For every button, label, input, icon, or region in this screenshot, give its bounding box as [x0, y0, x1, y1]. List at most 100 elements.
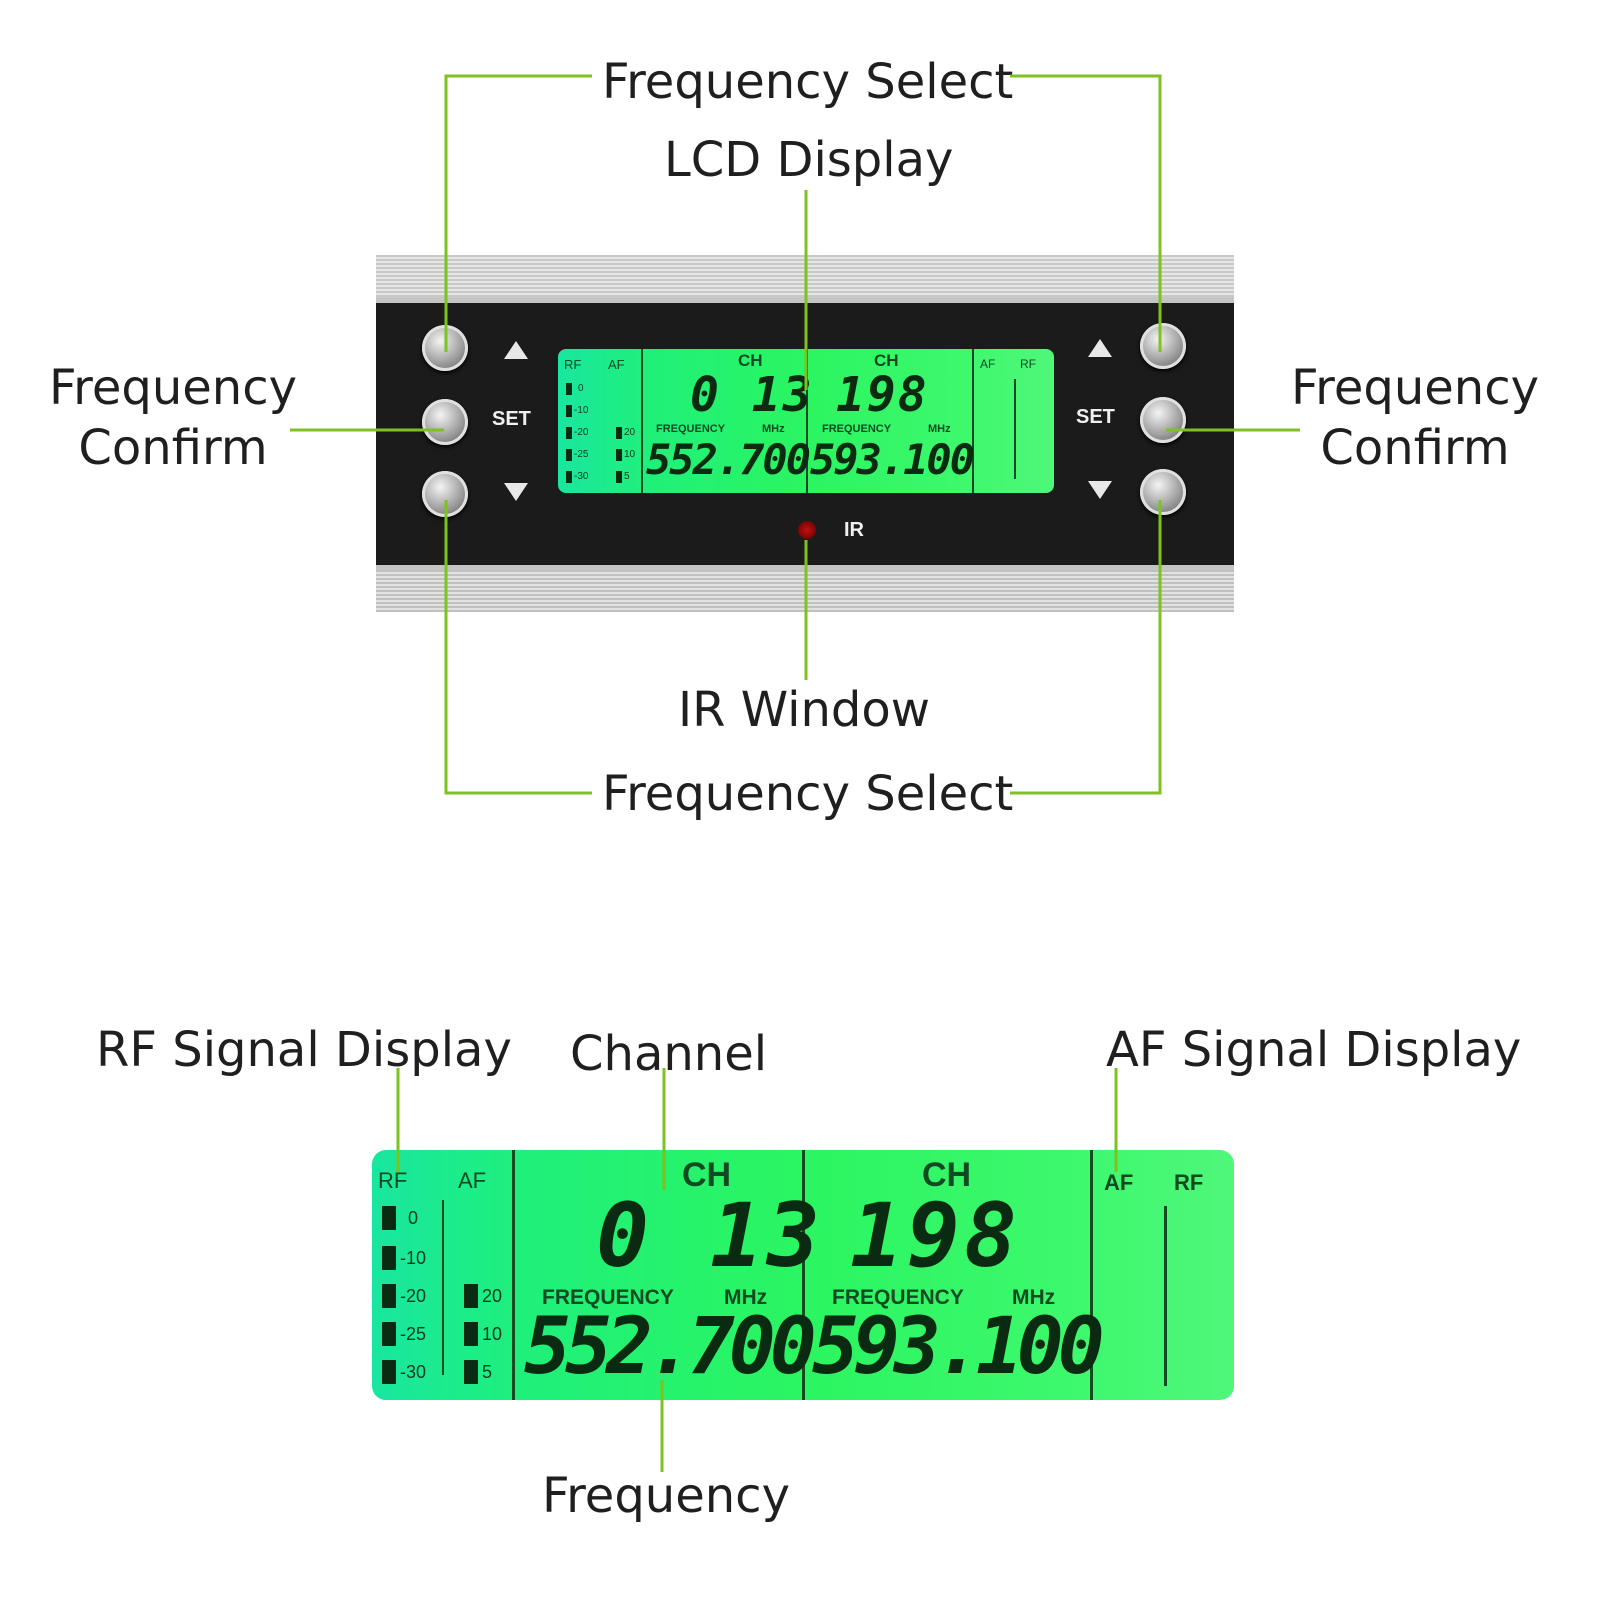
lcd-large-ch-label-a: CH: [682, 1156, 732, 1194]
lcd-large-rf-bar: [382, 1284, 396, 1308]
lcd-large-mhz-b: MHz: [1012, 1286, 1056, 1309]
lcd-small-af-bar: [616, 449, 622, 461]
lcd-small-rf-bar: [566, 405, 572, 417]
lcd-large-channel-b: 198: [850, 1184, 1021, 1287]
lcd-large-rf-scale-1: -10: [400, 1248, 427, 1268]
lcd-small-rf-bar: [566, 427, 572, 439]
lcd-large-rf-bar: [382, 1206, 396, 1230]
left-set-button[interactable]: [422, 399, 468, 445]
lcd-large-frequency-a: 552.700: [524, 1302, 817, 1392]
lcd-small-rf-bar: [566, 449, 572, 461]
right-set-button[interactable]: [1140, 397, 1186, 443]
bottom-rail: [376, 570, 1234, 612]
lcd-small-rf-scale-0: 0: [578, 383, 584, 394]
lcd-large-rf-bar: [382, 1246, 396, 1270]
lcd-small-frequency-a: 552.700: [646, 435, 811, 484]
lcd-small-right-rf-label: RF: [1020, 357, 1036, 371]
lcd-large-right-af-label: AF: [1104, 1170, 1134, 1195]
label-channel: Channel: [570, 1026, 768, 1082]
ir-window-sensor: [798, 521, 816, 539]
lcd-large-ch-label-b: CH: [922, 1156, 972, 1194]
lcd-large-left-meter-line: [442, 1200, 444, 1375]
left-set-label: SET: [492, 408, 531, 430]
lcd-large-divider-2: [802, 1150, 805, 1400]
right-up-button[interactable]: [1140, 323, 1186, 369]
lcd-large-af-scale-0: 20: [482, 1286, 503, 1306]
ir-label: IR: [844, 519, 864, 541]
lcd-large-frequency-label-b: FREQUENCY: [832, 1286, 964, 1309]
right-down-button[interactable]: [1140, 469, 1186, 515]
lcd-large-right-meter: [1164, 1206, 1167, 1386]
lcd-large-channel-a: 0 13: [596, 1184, 824, 1287]
lcd-small-rf-scale-2: -20: [574, 427, 589, 438]
label-frequency-confirm-right-text: Frequency Confirm: [1291, 360, 1539, 476]
label-frequency: Frequency: [542, 1468, 790, 1524]
lcd-small-rf-bar: [566, 471, 572, 483]
left-up-arrow-icon: [504, 341, 528, 359]
lcd-small-ch-label-a: CH: [738, 351, 763, 370]
lcd-small-af-bar: [616, 471, 622, 483]
right-set-label: SET: [1076, 406, 1115, 428]
lcd-small-rf-scale-3: -25: [574, 449, 589, 460]
lcd-large-rf-scale-0: 0: [408, 1208, 419, 1228]
lcd-large-af-bar: [464, 1360, 478, 1384]
lcd-small-divider-2: [806, 349, 808, 493]
lcd-large-right-rf-label: RF: [1174, 1170, 1204, 1195]
lcd-small-right-af-label: AF: [980, 357, 996, 371]
lcd-small-rf-scale-4: -30: [574, 471, 589, 482]
right-up-arrow-icon: [1088, 339, 1112, 357]
lcd-large-divider-3: [1090, 1150, 1093, 1400]
label-frequency-confirm-left-text: Frequency Confirm: [49, 360, 297, 476]
lcd-small-af-scale-0: 20: [624, 427, 636, 438]
lcd-large-rf-bar: [382, 1360, 396, 1384]
lcd-small-af-bar: [616, 427, 622, 439]
lcd-small-right-meter: [1014, 379, 1016, 479]
lcd-small-rf-label: RF: [564, 357, 582, 372]
lcd-small-channel-b: 198: [836, 367, 929, 423]
left-up-button[interactable]: [422, 325, 468, 371]
lcd-small-frequency-label-a: FREQUENCY: [656, 423, 726, 435]
label-lcd-display: LCD Display: [664, 132, 954, 188]
label-frequency-select-bottom: Frequency Select: [602, 766, 1014, 822]
lcd-small-mhz-a: MHz: [762, 423, 785, 435]
left-down-arrow-icon: [504, 483, 528, 501]
top-rail: [376, 255, 1234, 297]
lcd-small-af-scale-2: 5: [624, 471, 630, 482]
lcd-large-rf-scale-3: -25: [400, 1324, 427, 1344]
lcd-large-af-scale-2: 5: [482, 1362, 493, 1382]
lcd-small-rf-bar: [566, 383, 572, 395]
lcd-large-af-bar: [464, 1322, 478, 1346]
label-frequency-confirm-right: Frequency Confirm: [1290, 358, 1540, 478]
lcd-display-large: RF AF 0 -10 -20 -25 -30 20 10 5 CH 0 13 …: [372, 1150, 1234, 1400]
label-frequency-confirm-left: Frequency Confirm: [48, 358, 298, 478]
lcd-small-mhz-b: MHz: [928, 423, 951, 435]
lcd-large-af-scale-1: 10: [482, 1324, 503, 1344]
lcd-small-ch-label-b: CH: [874, 351, 899, 370]
lcd-small-af-label: AF: [608, 357, 625, 372]
lcd-small-af-scale-1: 10: [624, 449, 636, 460]
lcd-small-divider-1: [641, 349, 643, 493]
lcd-small-frequency-label-b: FREQUENCY: [822, 423, 892, 435]
panel-face: SET SET RF AF 0 -10 -20 -25 -30 20: [376, 303, 1234, 565]
lcd-small-rf-scale-1: -10: [574, 405, 589, 416]
lcd-large-divider-1: [512, 1150, 515, 1400]
lcd-large-rf-bar: [382, 1322, 396, 1346]
lcd-small-channel-a: 0 13: [690, 367, 814, 423]
lcd-large-af-label: AF: [458, 1168, 487, 1193]
lcd-small-frequency-b: 593.100: [810, 435, 975, 484]
label-ir-window: IR Window: [678, 682, 931, 738]
lcd-large-rf-scale-4: -30: [400, 1362, 427, 1382]
lcd-large-rf-label: RF: [378, 1168, 408, 1193]
label-rf-signal-display: RF Signal Display: [96, 1022, 512, 1078]
left-down-button[interactable]: [422, 471, 468, 517]
lcd-large-mhz-a: MHz: [724, 1286, 768, 1309]
receiver-front-panel: SET SET RF AF 0 -10 -20 -25 -30 20: [376, 255, 1234, 612]
label-af-signal-display: AF Signal Display: [1106, 1022, 1522, 1078]
lcd-large-frequency-b: 593.100: [812, 1302, 1105, 1392]
lcd-large-af-bar: [464, 1284, 478, 1308]
right-down-arrow-icon: [1088, 481, 1112, 499]
lcd-large-frequency-label-a: FREQUENCY: [542, 1286, 674, 1309]
lcd-small-divider-3: [972, 349, 974, 493]
lcd-display-small: RF AF 0 -10 -20 -25 -30 20 10 5 CH 0 13 …: [558, 349, 1054, 493]
lcd-large-rf-scale-2: -20: [400, 1286, 427, 1306]
